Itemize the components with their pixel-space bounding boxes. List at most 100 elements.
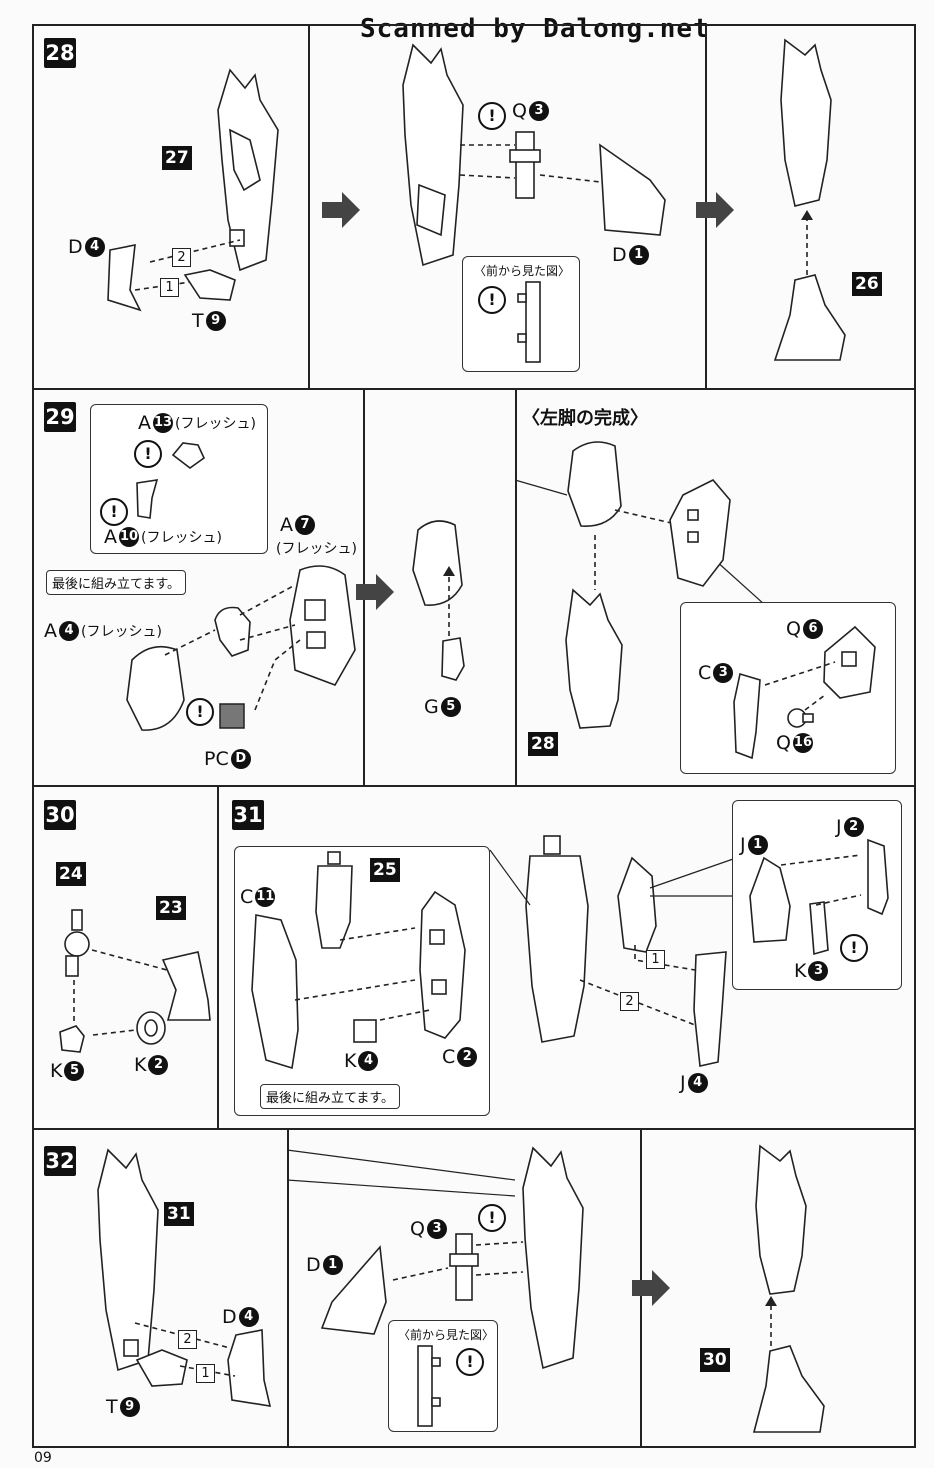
step-29-callout-lines: [514, 479, 766, 606]
step-31-callout-line: [489, 849, 531, 906]
shoulder-frame-illustration: [289, 565, 356, 686]
step-29-vertical-arrow: [443, 566, 455, 636]
row-divider-3: [32, 1128, 916, 1130]
step-30-number: 30: [44, 800, 76, 830]
assemble-last-note: 最後に組み立てます。: [46, 570, 187, 595]
knee-armor-inner-illustration: [867, 838, 889, 916]
front-view-caption: 〈前から見た図〉: [474, 264, 571, 278]
knee-cylinder-illustration: [315, 851, 353, 949]
step-31-arrows: [579, 945, 696, 1026]
leg-part-illustration: [780, 38, 832, 207]
row-divider-1: [32, 388, 916, 390]
step-30-ref-23: 23: [156, 896, 186, 920]
step-32-assembly-arrows: [392, 1241, 524, 1281]
row-divider-2: [32, 785, 916, 787]
step-29-number: 29: [44, 402, 76, 432]
order-label-2: 2: [172, 248, 191, 267]
front-view-caption: 〈前から見た図〉: [398, 1328, 495, 1342]
step-32-number: 32: [44, 1146, 76, 1176]
shoulder-parts-callout: [90, 404, 268, 554]
connector-front-illustration: [517, 281, 541, 363]
warning-icon: !: [186, 698, 214, 726]
small-connector-illustration: [441, 637, 465, 681]
shield-plate-illustration: [733, 672, 761, 760]
flow-arrow-icon: [696, 192, 734, 228]
shoulder-assembled-illustration: [567, 441, 622, 527]
knee-armor-outer-illustration: [749, 856, 791, 943]
front-view-callout: [388, 1320, 498, 1432]
connector-front-illustration: [417, 1345, 441, 1427]
shoulder-joint-illustration: [214, 606, 251, 657]
foot-part-illustration: [752, 1345, 825, 1433]
order-label-1: 1: [646, 950, 665, 969]
step-31-callout-arrows: [780, 854, 862, 906]
step-30-arrows: [73, 949, 168, 1025]
flow-arrow-icon: [632, 1270, 670, 1306]
joint-part-illustration: [183, 269, 236, 301]
calf-armor-illustration: [693, 951, 727, 1067]
foot-part-illustration: [773, 274, 846, 361]
instruction-frame: [32, 24, 916, 1448]
wing-plate-illustration: [599, 143, 666, 236]
joint-cap-illustration: [59, 1025, 85, 1053]
shin-frame-illustration: [419, 890, 466, 1039]
warning-icon: !: [100, 498, 128, 526]
col-divider-30: [217, 785, 219, 1128]
shield-inner-illustration: [823, 625, 876, 699]
warning-icon: !: [840, 934, 868, 962]
col-divider-29b: [515, 388, 517, 785]
step-28-number: 28: [44, 38, 76, 68]
step-31-inner-arrows: [294, 927, 431, 1021]
heel-armor-illustration: [161, 951, 211, 1021]
small-bracket-illustration: [809, 901, 829, 956]
shoulder-assembled-illustration: [412, 520, 463, 606]
wheel-joint-illustration: [136, 1011, 166, 1045]
leg-part-illustration: [565, 588, 623, 729]
leg-part-illustration: [522, 1146, 584, 1370]
leg-part-illustration: [755, 1144, 807, 1295]
step-32-ref-31: 31: [164, 1202, 194, 1226]
wing-plate-illustration: [320, 1245, 387, 1335]
shield-armor-illustration: [669, 479, 731, 587]
col-divider-28a: [308, 24, 310, 388]
polycap-illustration: [219, 703, 245, 729]
step-29-shield-arrows: [764, 661, 836, 711]
joint-part-illustration: [135, 1349, 188, 1387]
left-leg-complete-title: 〈左脚の完成〉: [522, 408, 648, 429]
scan-credit: Scanned by Dalong.net: [360, 14, 710, 44]
step-32-callout-lines: [286, 1149, 516, 1197]
leg-part-illustration: [402, 43, 464, 267]
step-32-vertical-arrow: [765, 1296, 777, 1346]
step-32-ref-30: 30: [700, 1348, 730, 1372]
warning-icon: !: [478, 1204, 506, 1232]
warning-icon: !: [478, 286, 506, 314]
small-block-illustration: [353, 1019, 377, 1043]
step-32-arrows: [134, 1322, 236, 1377]
step-31-number: 31: [232, 800, 264, 830]
step-29-assembly-arrows: [164, 584, 301, 711]
step-30-ref-24: 24: [56, 862, 86, 886]
shin-armor-illustration: [251, 914, 299, 1070]
order-label-1: 1: [160, 278, 179, 297]
lower-leg-assembled-illustration: [525, 835, 589, 1043]
leg-part-illustration: [97, 1148, 159, 1372]
leg-armor-plate-illustration: [107, 244, 142, 312]
